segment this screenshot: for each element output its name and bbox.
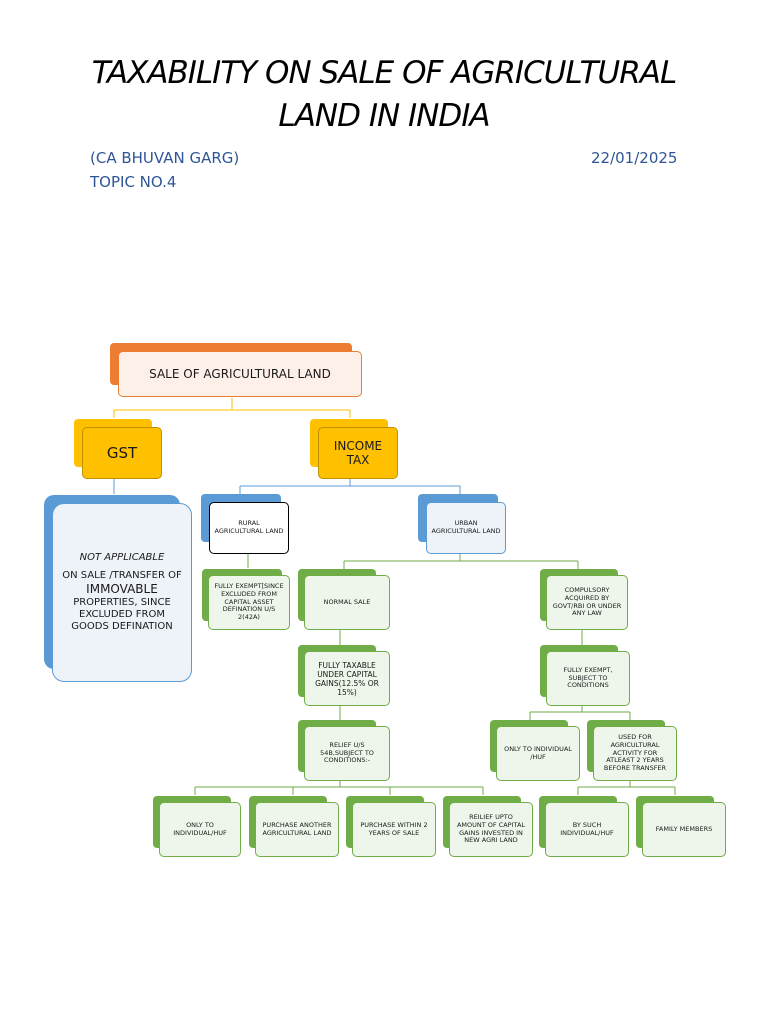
link-root-children xyxy=(113,398,351,418)
node-by-such-individual: BY SUCH INDIVIDUAL/HUF xyxy=(539,796,629,857)
node-normal-sale: NORMAL SALE xyxy=(298,569,390,630)
node-label: RELIEF U/S 54B,SUBJECT TO CONDITIONS:- xyxy=(304,726,390,781)
gst-detail-line-2: ON SALE /TRANSFER OF xyxy=(62,570,182,582)
node-relief-purchase-land: PURCHASE ANOTHER AGRICULTURAL LAND xyxy=(249,796,339,857)
page-title: TAXABILITY ON SALE OF AGRICULTURAL LAND … xyxy=(0,52,768,138)
node-label: FAMILY MEMBERS xyxy=(642,802,726,857)
node-family-members: FAMILY MEMBERS xyxy=(636,796,726,857)
node-label: FULLY EXEMPT, SUBJECT TO CONDITIONS xyxy=(546,651,630,706)
node-fully-exempt-conditions: FULLY EXEMPT, SUBJECT TO CONDITIONS xyxy=(540,645,630,706)
node-label: ONLY TO INDIVIDUAL/HUF xyxy=(159,802,241,857)
link-urban-children xyxy=(343,552,579,569)
gst-not-applicable: NOT APPLICABLE xyxy=(79,552,165,564)
node-label: USED FOR AGRICULTURAL ACTIVITY FOR ATLEA… xyxy=(593,726,677,781)
document-date: 22/01/2025 xyxy=(591,149,678,167)
node-gst: GST xyxy=(74,419,164,479)
node-label: BY SUCH INDIVIDUAL/HUF xyxy=(545,802,629,857)
node-only-individual-huf: ONLY TO INDIVIDUAL /HUF xyxy=(490,720,580,781)
node-label: SALE OF AGRICULTURAL LAND xyxy=(118,351,362,397)
title-line-1: TAXABILITY ON SALE OF AGRICULTURAL xyxy=(91,55,677,91)
title-line-2: LAND IN INDIA xyxy=(278,98,490,134)
link-relief-children xyxy=(194,780,484,795)
node-label: COMPULSORY ACQUIRED BY GOVT/RBI OR UNDER… xyxy=(546,575,628,630)
node-label: GST xyxy=(82,427,162,479)
node-relief-only-individual: ONLY TO INDIVIDUAL/HUF xyxy=(153,796,241,857)
node-used-for-agriculture: USED FOR AGRICULTURAL ACTIVITY FOR ATLEA… xyxy=(587,720,677,781)
gst-detail-line-4: PROPERTIES, SINCE EXCLUDED FROM GOODS DE… xyxy=(71,596,173,632)
node-sale-of-agricultural-land: SALE OF AGRICULTURAL LAND xyxy=(110,343,362,399)
node-urban-agricultural-land: URBAN AGRICULTURAL LAND xyxy=(418,494,508,554)
node-gst-not-applicable: NOT APPLICABLE ON SALE /TRANSFER OF IMMO… xyxy=(44,495,192,682)
node-compulsory-acquisition: COMPULSORY ACQUIRED BY GOVT/RBI OR UNDER… xyxy=(540,569,628,630)
link-exempt-children xyxy=(529,705,631,720)
node-relief-upto-amount: REILIEF UPTO AMOUNT OF CAPITAL GAINS INV… xyxy=(443,796,533,857)
node-relief-purchase-within: PURCHASE WITHIN 2 YEARS OF SALE xyxy=(346,796,436,857)
node-label: FULLY TAXABLE UNDER CAPITAL GAINS(12.5% … xyxy=(304,651,390,706)
node-label: FULLY EXEMPT[SINCE EXCLUDED FROM CAPITAL… xyxy=(208,575,290,630)
node-label: URBAN AGRICULTURAL LAND xyxy=(426,502,506,554)
gst-detail-line-3: IMMOVABLE xyxy=(86,582,158,597)
node-fully-taxable: FULLY TAXABLE UNDER CAPITAL GAINS(12.5% … xyxy=(298,645,390,706)
node-rural-agricultural-land: RURAL AGRICULTURAL LAND xyxy=(201,494,291,554)
node-label: INCOME TAX xyxy=(318,427,398,479)
node-label: NORMAL SALE xyxy=(304,575,390,630)
node-rural-fully-exempt: FULLY EXEMPT[SINCE EXCLUDED FROM CAPITAL… xyxy=(202,569,290,630)
link-income-children xyxy=(239,478,461,494)
topic-number: TOPIC NO.4 xyxy=(90,173,177,191)
node-label: PURCHASE WITHIN 2 YEARS OF SALE xyxy=(352,802,436,857)
node-income-tax: INCOME TAX xyxy=(310,419,398,479)
author-name: (CA BHUVAN GARG) xyxy=(90,149,240,167)
node-label: ONLY TO INDIVIDUAL /HUF xyxy=(496,726,580,781)
node-label: PURCHASE ANOTHER AGRICULTURAL LAND xyxy=(255,802,339,857)
node-relief-54b: RELIEF U/S 54B,SUBJECT TO CONDITIONS:- xyxy=(298,720,390,781)
node-label: REILIEF UPTO AMOUNT OF CAPITAL GAINS INV… xyxy=(449,802,533,857)
link-used-children xyxy=(577,780,676,795)
node-label: RURAL AGRICULTURAL LAND xyxy=(209,502,289,554)
